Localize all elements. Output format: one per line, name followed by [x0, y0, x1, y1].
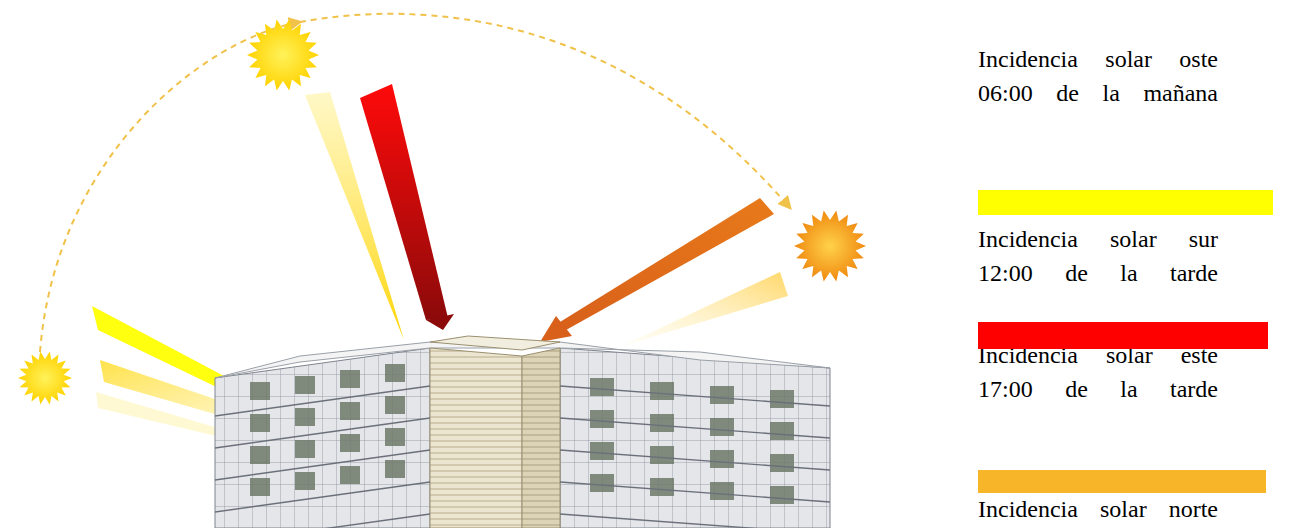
planter — [710, 450, 734, 468]
floor-slab — [560, 386, 830, 406]
legend-swatch — [978, 470, 1266, 493]
planter — [770, 422, 794, 440]
floor-slab — [215, 482, 430, 512]
planter — [250, 414, 270, 432]
planter — [590, 378, 614, 396]
planter — [340, 434, 360, 452]
planter — [295, 472, 315, 490]
sun-symbol — [18, 351, 72, 404]
floor-slab — [215, 514, 430, 528]
planter — [295, 376, 315, 394]
floor-slab — [560, 450, 830, 470]
planter — [650, 382, 674, 400]
planter — [385, 460, 405, 478]
planter — [650, 446, 674, 464]
floor-slab — [215, 450, 430, 480]
floor-slab — [215, 386, 430, 416]
legend-swatch — [978, 322, 1268, 349]
planter — [710, 482, 734, 500]
arrow-head — [426, 314, 454, 330]
floor-slab — [560, 418, 830, 438]
planter — [250, 446, 270, 464]
sun-symbol — [794, 211, 866, 282]
legend-text: Incidencia solar norte — [978, 492, 1218, 526]
planter — [590, 474, 614, 492]
planter — [590, 410, 614, 428]
noon-arrow — [360, 84, 448, 320]
sun-beam — [622, 272, 788, 346]
afternoon-arrow — [560, 198, 774, 330]
planter — [590, 442, 614, 460]
planter — [650, 478, 674, 496]
legend-text: Incidencia solar sur 12:00 de la tarde — [978, 222, 1218, 290]
planter — [295, 440, 315, 458]
planter — [340, 402, 360, 420]
planter — [385, 364, 405, 382]
planter — [385, 428, 405, 446]
planter — [770, 486, 794, 504]
planter — [770, 454, 794, 472]
planter — [250, 382, 270, 400]
planter — [340, 370, 360, 388]
planter — [710, 418, 734, 436]
floor-slab — [560, 514, 830, 528]
planter — [710, 386, 734, 404]
planter — [340, 466, 360, 484]
planter — [385, 396, 405, 414]
arrow-head — [540, 316, 572, 342]
legend-text: Incidencia solar oste 06:00 de la mañana — [978, 42, 1218, 110]
floor-slab — [560, 482, 830, 502]
planter — [770, 390, 794, 408]
planter — [250, 478, 270, 496]
sun-symbol — [247, 20, 319, 91]
floor-slab — [215, 418, 430, 448]
building — [215, 336, 830, 528]
planter — [295, 408, 315, 426]
planter — [650, 414, 674, 432]
legend-swatch — [978, 190, 1273, 215]
